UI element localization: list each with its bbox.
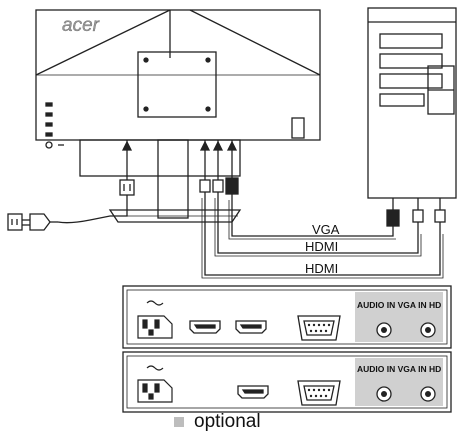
monitor-stand — [108, 139, 242, 223]
power-plug-icon — [22, 213, 58, 231]
cable-hdmi-1 — [214, 198, 422, 257]
monitor-hdmi-plug-1 — [199, 140, 211, 198]
power-outlet-icon — [7, 213, 23, 231]
ports-label-top: AUDIO IN VGA IN HD — [357, 300, 441, 310]
legend-swatch — [174, 417, 184, 427]
ports-label-bottom: AUDIO IN VGA IN HD — [357, 364, 441, 374]
vga-port-icon-top — [297, 315, 341, 341]
hdmi-port-icon-top-2 — [235, 320, 267, 334]
power-cord — [57, 195, 128, 224]
vga-port-icon-bottom — [297, 380, 341, 406]
vga-audio-jack-icon-bottom — [420, 386, 436, 402]
ac-power-port-icon-bottom — [137, 365, 173, 403]
audio-in-jack-icon-bottom — [376, 386, 392, 402]
ac-power-port-icon-top — [137, 300, 173, 339]
cable-label-hdmi-1: HDMI — [305, 239, 338, 254]
port-panel-bottom — [122, 351, 452, 413]
monitor-power-plug — [119, 140, 135, 196]
monitor-brand-logo: acer — [62, 15, 100, 36]
pc-hdmi-plug-1 — [412, 198, 424, 234]
cable-hdmi-2 — [201, 198, 444, 279]
legend: optional — [174, 411, 261, 433]
pc-hdmi-plug-2 — [434, 198, 446, 234]
hdmi-port-icon-top-1 — [189, 320, 221, 334]
vga-audio-jack-icon-top — [420, 322, 436, 338]
audio-in-jack-icon-top — [376, 322, 392, 338]
cable-vga — [228, 200, 396, 240]
monitor-hdmi-plug-2 — [212, 140, 224, 198]
legend-text: optional — [194, 411, 261, 432]
monitor-vga-plug — [225, 140, 239, 200]
cable-label-vga: VGA — [312, 222, 340, 237]
hdmi-port-icon-bottom — [237, 385, 269, 399]
pc-vga-plug — [386, 198, 400, 234]
cable-label-hdmi-2: HDMI — [305, 261, 338, 276]
port-panel-top — [122, 285, 452, 349]
pc-tower — [367, 7, 457, 199]
